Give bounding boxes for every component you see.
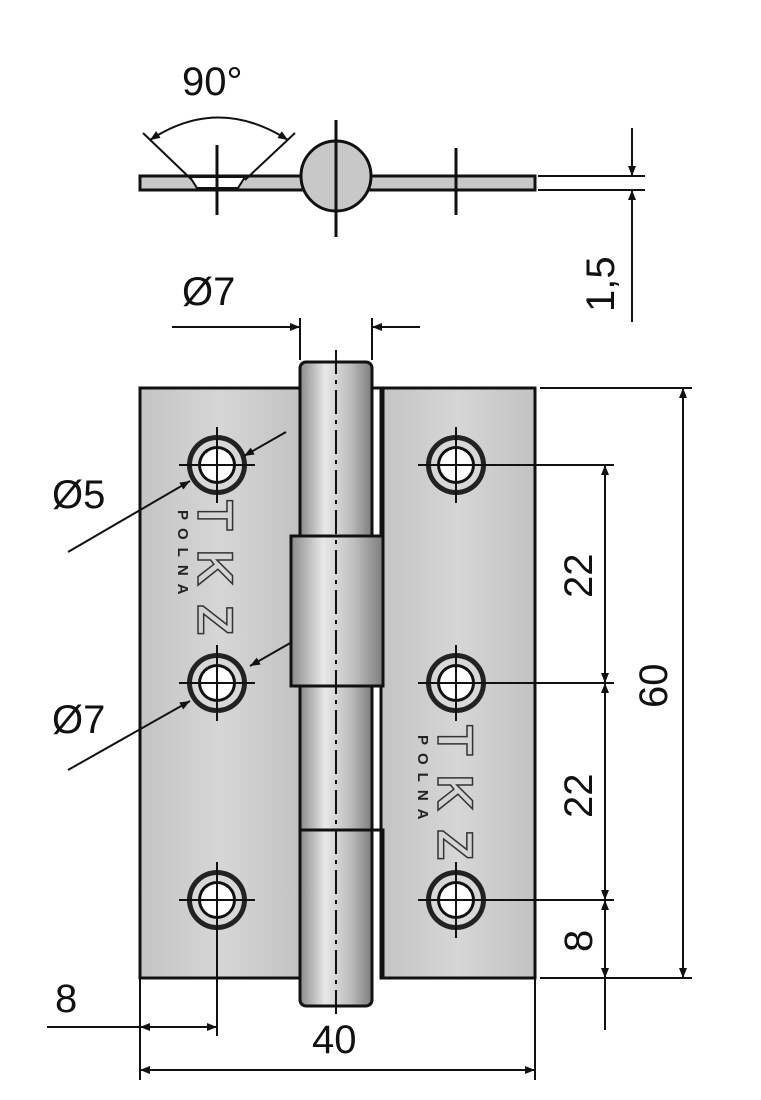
pin-diameter-label: Ø7 xyxy=(182,270,235,314)
edge-vertical-label: 8 xyxy=(557,930,601,952)
svg-text:TKZ: TKZ xyxy=(187,500,243,635)
screw-hole xyxy=(179,427,255,503)
hole-inner-label: Ø5 xyxy=(52,473,105,517)
thickness-label: 1,5 xyxy=(579,256,623,312)
height-label: 60 xyxy=(632,664,676,709)
screw-hole xyxy=(418,862,494,938)
svg-text:POLNA: POLNA xyxy=(174,510,191,603)
logo-right: TKZ POLNA xyxy=(414,724,484,861)
edge-horizontal-label: 8 xyxy=(55,977,77,1021)
svg-text:TKZ: TKZ xyxy=(427,725,483,860)
screw-hole xyxy=(179,862,255,938)
logo-left: TKZ POLNA xyxy=(174,499,244,636)
top-view: 90° 1,5 xyxy=(138,60,645,322)
angle-label: 90° xyxy=(182,60,243,104)
spacing-2-label: 22 xyxy=(557,774,601,819)
svg-text:POLNA: POLNA xyxy=(414,735,431,828)
screw-hole xyxy=(418,427,494,503)
spacing-1-label: 22 xyxy=(557,554,601,599)
screw-hole xyxy=(179,645,255,721)
hole-countersink-label: Ø7 xyxy=(52,698,105,742)
front-view: TKZ POLNA TKZ POLNA xyxy=(138,350,537,1015)
width-label: 40 xyxy=(312,1018,357,1062)
screw-hole xyxy=(418,645,494,721)
